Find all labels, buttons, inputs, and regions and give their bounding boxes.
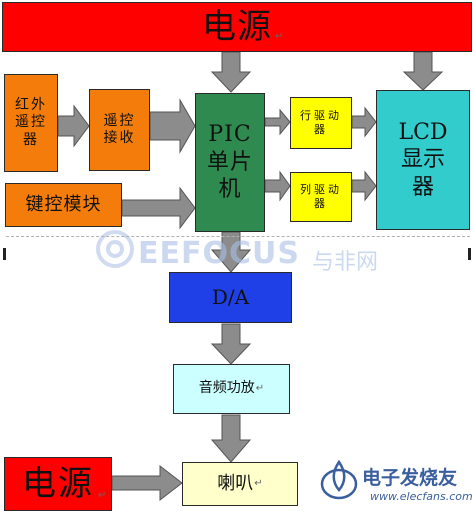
arrow-keys-to-pic [121,186,196,230]
row-driver-label: 行驱动 器 [300,109,342,136]
block-speaker: 喇叭 ↵ [182,462,298,506]
power-top-label: 电源 [202,6,272,47]
lcd-display-label: LCD 显示 器 [398,119,448,200]
block-remote-receive: 遥控 接收 [89,89,150,171]
paragraph-mark: ↵ [275,31,284,42]
eefocus-logo-icon [96,230,134,268]
arrow-col-to-lcd [351,170,377,202]
da-label: D/A [211,285,250,309]
paragraph-mark: ↵ [255,382,265,394]
block-audio-amp: 音频功放 ↵ [173,364,290,414]
arrow-power-to-lcd [402,51,444,91]
audio-amp-label: 音频功放 [198,380,255,397]
block-col-driver: 列驱动 器 [290,172,352,222]
section-divider [6,236,470,237]
elecfans-logo-icon [320,459,358,500]
resize-handle-left[interactable] [3,248,6,260]
speaker-label: 喇叭 [217,472,254,494]
block-power-bottom: 电源 [4,457,112,511]
resize-handle-right[interactable] [468,248,471,260]
pic-mcu-label: PIC 单片 机 [206,122,253,203]
key-module-label: 键控模块 [25,193,102,215]
block-pic-mcu: PIC 单片 机 [195,93,265,232]
col-driver-label: 列驱动 器 [300,183,342,210]
watermark-elecfans-brand: 电子发烧友 [362,467,458,489]
block-ir-remote: 红外 遥控 器 [4,74,58,172]
arrow-ir-to-receiver [57,104,90,148]
paragraph-mark: ↵ [254,477,263,489]
arrow-pic-to-col [264,170,291,202]
block-lcd-display: LCD 显示 器 [376,90,470,230]
arrow-amp-to-speaker [210,414,252,463]
arrow-receiver-to-pic [149,98,196,154]
watermark-eefocus-cn: 与非网 [312,250,379,275]
arrow-row-to-lcd [351,106,377,138]
arrow-pic-to-row [264,108,291,136]
arrow-power-to-pic [210,51,252,93]
power-bottom-label: 电源 [22,463,94,504]
block-row-driver: 行驱动 器 [290,97,352,149]
paragraph-mark: ↵ [98,490,107,501]
arrow-power-to-speaker [111,464,183,502]
watermark-elecfans-url: www.elecfans.com [370,490,473,503]
arrow-pic-to-da [210,231,252,273]
block-da: D/A [169,272,292,323]
remote-receive-label: 遥控 接收 [103,112,136,147]
ir-remote-label: 红外 遥控 器 [15,96,47,148]
block-key-module: 键控模块 [5,183,122,227]
arrow-da-to-amp [210,323,252,365]
block-power-top: 电源 [2,2,472,52]
watermark-eefocus-brand: EEFOCUS [138,236,300,271]
